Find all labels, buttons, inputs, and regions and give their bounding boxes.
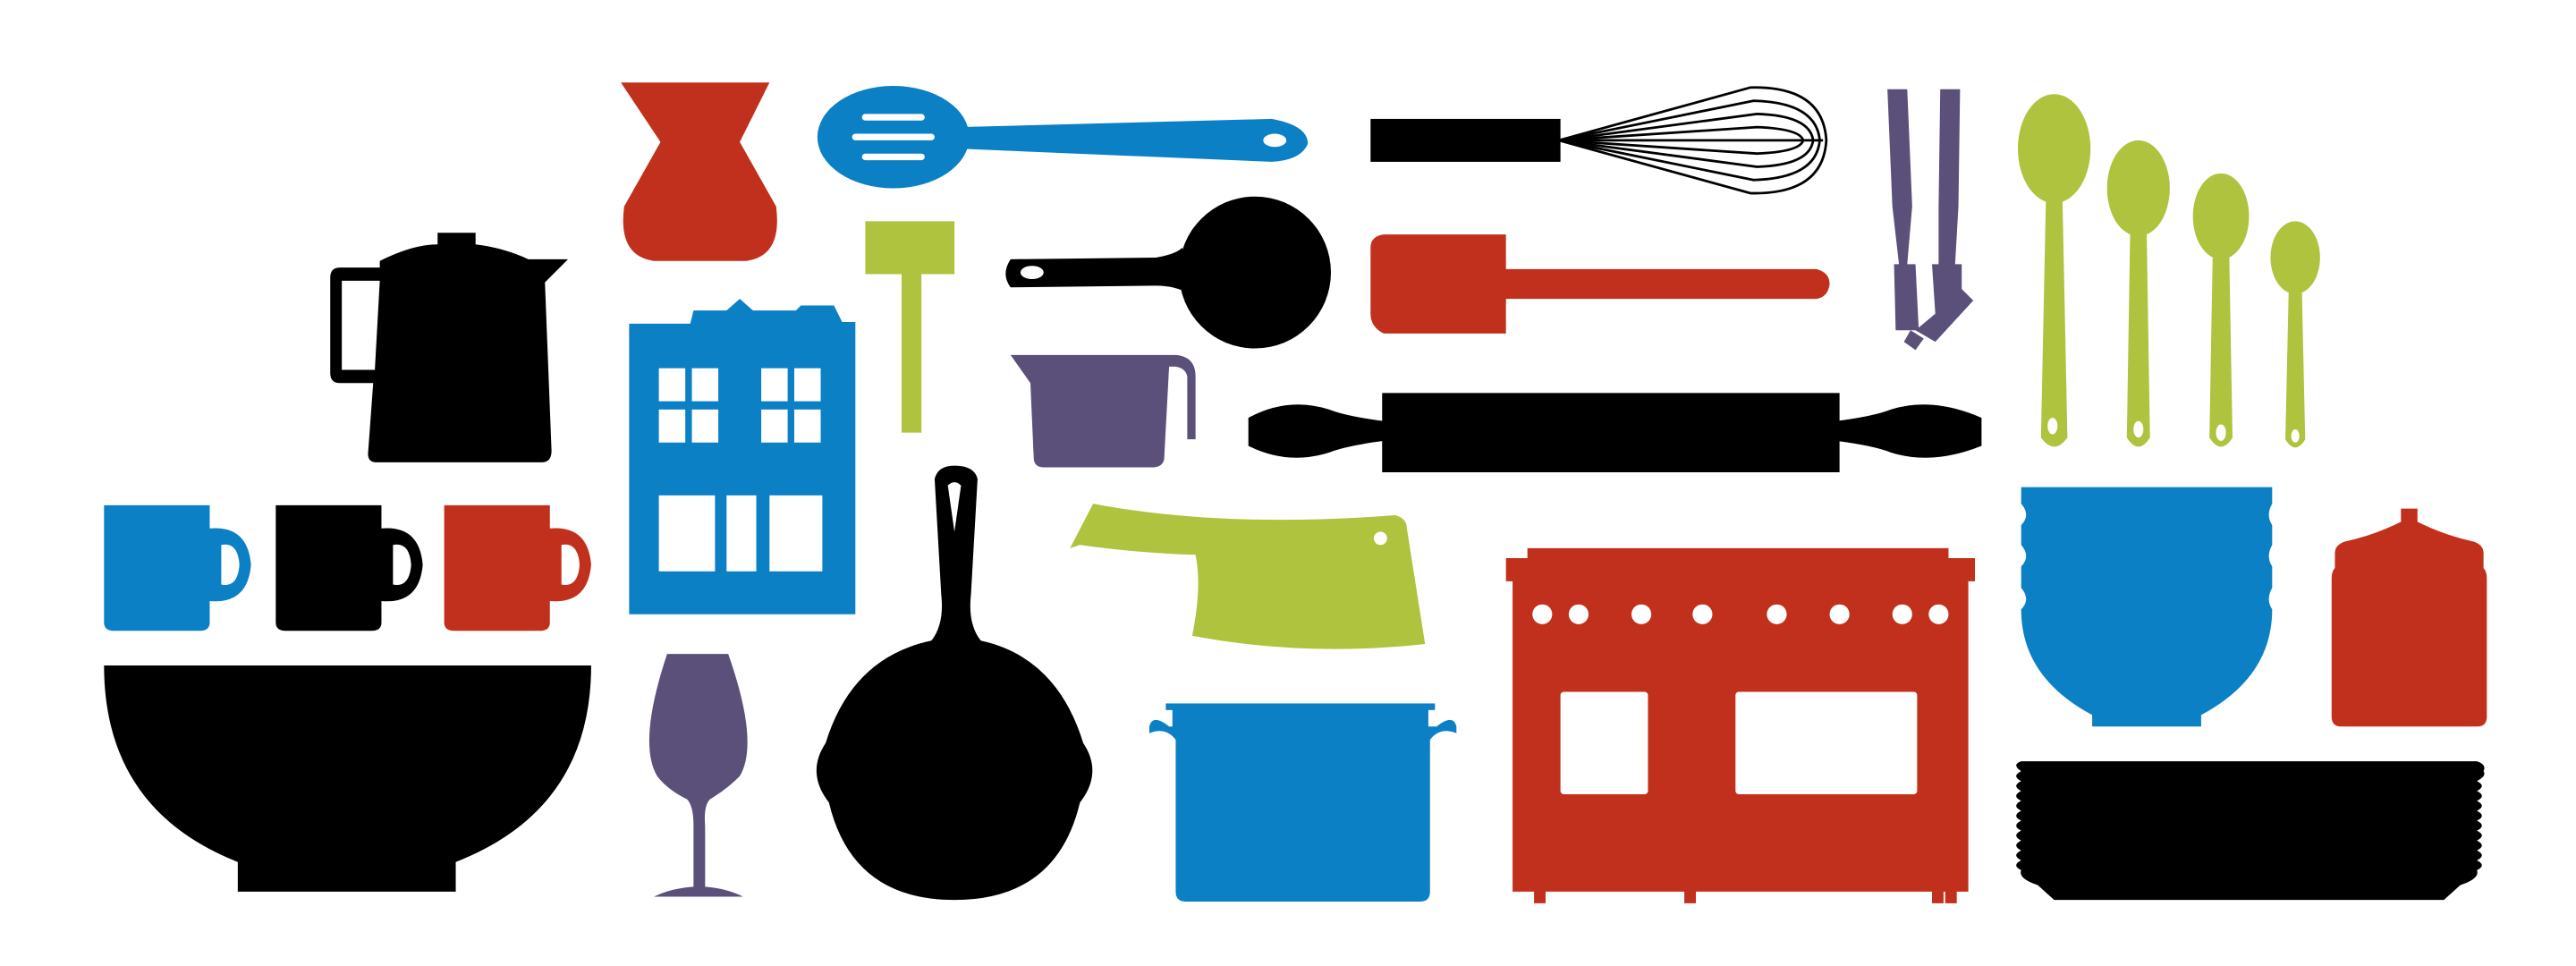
mixing-bowl-icon [104, 665, 591, 892]
slotted-spoon-icon [817, 86, 1309, 189]
coffee-pot-icon [330, 233, 569, 462]
cookie-jar-icon [2331, 508, 2487, 727]
measuring-cup-icon [1010, 354, 1196, 468]
cleaver-icon [1070, 504, 1426, 649]
meat-tenderizer-icon [865, 221, 955, 433]
tongs-icon [1887, 89, 1974, 351]
stacked-plates-icon [2016, 761, 2485, 901]
mug-red-icon [444, 504, 591, 631]
spatula-icon [1370, 234, 1830, 334]
stacked-bowls-icon [2021, 487, 2273, 727]
mug-black-icon [275, 504, 423, 631]
blender-icon [629, 299, 856, 614]
wine-glass-icon [648, 654, 748, 897]
stock-pot-icon [1148, 703, 1457, 902]
measuring-spoons-icon [2018, 94, 2320, 448]
rolling-pin-icon [1248, 393, 1982, 472]
skillet-icon [816, 465, 1093, 901]
whisk-icon [1370, 86, 1828, 195]
mug-blue-icon [104, 504, 251, 631]
coffee-dripper-icon [621, 82, 777, 261]
ladle-icon [1005, 196, 1331, 349]
stove-icon [1505, 547, 1975, 903]
